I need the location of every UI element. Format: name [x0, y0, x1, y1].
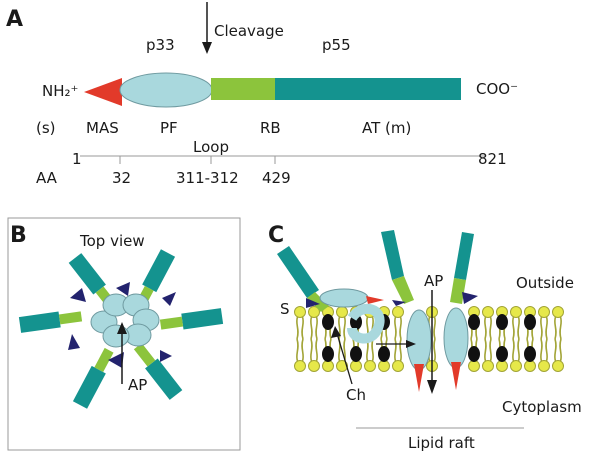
domain-pf-label: PF	[160, 119, 178, 137]
position-311-312-label: 311-312	[176, 169, 239, 187]
panel-a-letter: A	[6, 7, 23, 32]
navy-triangles	[68, 282, 176, 368]
position-429-label: 429	[262, 169, 291, 187]
ch-arrow	[335, 329, 353, 385]
domain-mas-label: MAS	[86, 119, 119, 137]
translocation-arrowhead	[406, 340, 416, 348]
ap-arrowhead-b	[117, 322, 127, 334]
s-label: S	[280, 300, 290, 318]
signal-peptide-triangle	[84, 78, 122, 106]
heptamer-rod	[18, 308, 83, 333]
panel-c-letter: C	[268, 223, 284, 248]
position-821-label: 821	[478, 150, 507, 168]
domain-s-label: (s)	[36, 119, 56, 137]
cleavage-label: Cleavage	[214, 22, 284, 40]
position-1-label: 1	[72, 150, 82, 168]
p33-label: p33	[146, 36, 175, 54]
nh2-terminus-label: NH₂⁺	[42, 82, 78, 100]
panel-b: B Top view AP	[7, 217, 241, 451]
at-domain-rect	[275, 78, 461, 100]
inserted-monomer-right	[443, 232, 478, 390]
p55-label: p55	[322, 36, 351, 54]
top-view-label: Top view	[79, 232, 145, 250]
inserted-monomer-middle	[381, 230, 432, 392]
panel-b-letter: B	[10, 223, 27, 248]
bound-monomer	[277, 246, 384, 312]
domain-at-label: AT (m)	[362, 119, 411, 137]
domain-rb-label: RB	[260, 119, 281, 137]
heptamer-rod	[72, 346, 117, 409]
ap-label-c: AP	[424, 272, 443, 290]
aa-label: AA	[36, 169, 58, 187]
ch-arrowhead	[331, 326, 341, 338]
coo-terminus-label: COO⁻	[476, 80, 518, 98]
rb-domain-rect	[211, 78, 275, 100]
central-pore-ring	[90, 293, 160, 348]
inserting-domain	[347, 304, 385, 344]
panel-c: C	[268, 223, 582, 452]
lipid-raft-label: Lipid raft	[408, 434, 475, 452]
heptamer-rod	[159, 308, 224, 333]
ap-label-b: AP	[128, 376, 147, 394]
cleavage-arrowhead	[202, 42, 212, 54]
position-32-label: 32	[112, 169, 131, 187]
outside-label: Outside	[516, 274, 574, 292]
ch-label: Ch	[346, 386, 366, 404]
panel-b-frame	[7, 217, 241, 451]
cytoplasm-label: Cytoplasm	[502, 398, 582, 416]
panel-a: A Cleavage p33 p55 NH₂⁺ COO⁻ (s) MAS PF …	[6, 2, 518, 187]
pf-domain-ellipse	[119, 72, 213, 108]
ap-arrowhead-c	[427, 380, 437, 394]
domain-loop-label: Loop	[193, 138, 229, 156]
